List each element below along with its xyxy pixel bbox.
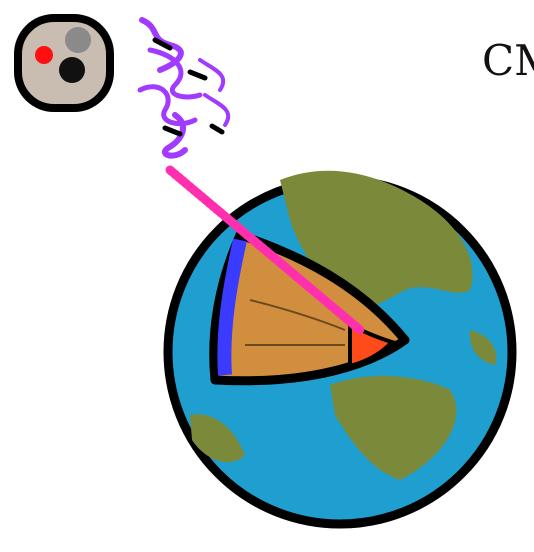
label-text: CM [482,36,534,85]
wave-squiggle-icon [137,17,231,159]
beam-line-icon [165,165,365,335]
cutaway-wedge-icon [209,230,410,386]
source-blob-icon [14,14,114,112]
